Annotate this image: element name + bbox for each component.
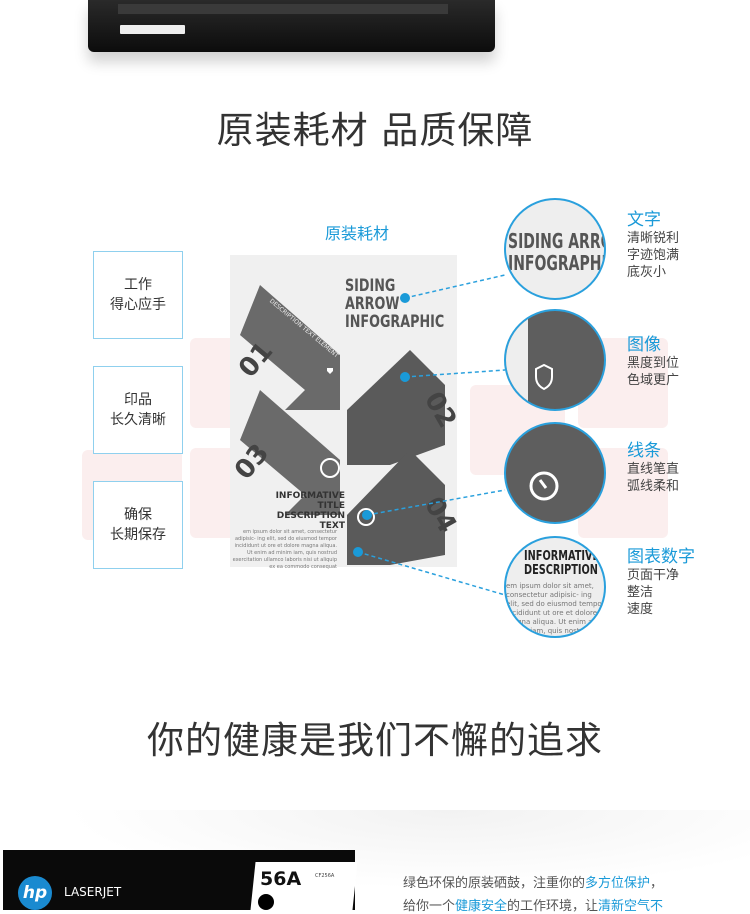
bottom-text-line1: 绿色环保的原装硒鼓，注重你的多方位保护， — [403, 872, 663, 891]
feature-desc: 速度 — [627, 602, 654, 617]
box-line: 长久清晰 — [110, 412, 166, 428]
black-dot-icon — [258, 894, 274, 910]
feature-image: 图像黑度到位色域更广 — [627, 330, 679, 389]
feature-desc: 清晰锐利 — [627, 231, 680, 246]
infographic-info-title: DESCRIPTION TEXT — [276, 511, 345, 531]
feature-desc: 色域更广 — [627, 373, 680, 388]
product-code: CF256A — [315, 873, 335, 879]
feature-lines: 线条直线笔直弧线柔和 — [627, 436, 679, 495]
toner-cartridge-image — [88, 0, 495, 52]
feature-desc: 整洁 — [627, 585, 654, 600]
zoom-circle-image — [504, 309, 606, 411]
product-line: LASERJET — [64, 885, 122, 899]
infographic-info-title: INFORMATIVE TITLE — [275, 491, 345, 511]
bottom-text-line2: 给你一个健康安全的工作环境，让清新空气不 — [403, 895, 663, 914]
zoom-lorem: em ipsum dolor sit amet, consectetur adi… — [506, 582, 605, 635]
section-title-health: 你的健康是我们不懈的追求 — [147, 719, 603, 762]
box-line: 工作 — [124, 277, 152, 293]
feature-text: 文字清晰锐利字迹饱满底灰小 — [627, 205, 679, 281]
feature-desc: 直线笔直 — [627, 462, 680, 477]
feature-desc: 字迹饱满 — [627, 248, 680, 263]
product-model: 56A — [260, 868, 302, 890]
infographic-heading: INFOGRAPHIC — [345, 312, 445, 332]
highlight: 清新空气不 — [598, 899, 664, 914]
hp-logo: hp — [18, 876, 52, 910]
zoom-info-title: INFORMATIVE TITLE — [524, 549, 604, 564]
product-box-image — [3, 850, 358, 910]
feature-desc: 弧线柔和 — [627, 479, 680, 494]
highlight: 健康安全 — [455, 899, 508, 914]
box-line: 得心应手 — [110, 297, 166, 313]
feature-title: 图表数字 — [627, 547, 695, 567]
text: 的工作环境，让 — [507, 899, 599, 914]
feature-box-print: 印品长久清晰 — [93, 366, 183, 454]
center-label: 原装耗材 — [325, 224, 390, 243]
feature-title: 线条 — [627, 441, 661, 461]
zoom-circle-lines — [504, 422, 606, 524]
text: ， — [650, 876, 664, 891]
feature-desc: 底灰小 — [627, 265, 667, 280]
box-line: 确保 — [124, 507, 152, 523]
infographic-lorem: em ipsum dolor sit amet, consectetur adi… — [232, 529, 337, 570]
section-title-quality: 原装耗材 品质保障 — [216, 109, 534, 152]
zoom-heading: SIDING ARROW — [508, 229, 604, 253]
feature-box-storage: 确保长期保存 — [93, 481, 183, 569]
feature-chart: 图表数字页面干净整洁速度 — [627, 542, 695, 618]
text: 绿色环保的原装硒鼓，注重你的 — [403, 876, 586, 891]
zoom-info-title: DESCRIPTION TEXT — [524, 563, 604, 578]
zoom-heading: INFOGRAPHIC — [508, 251, 604, 275]
feature-desc: 黑度到位 — [627, 356, 680, 371]
feature-title: 文字 — [627, 210, 661, 230]
feature-desc: 页面干净 — [627, 568, 680, 583]
infographic-heading: SIDING ARROW — [345, 276, 400, 314]
box-line: 印品 — [124, 392, 152, 408]
text: 给你一个 — [403, 899, 456, 914]
box-line: 长期保存 — [110, 527, 166, 543]
feature-title: 图像 — [627, 335, 661, 355]
highlight: 多方位保护 — [585, 876, 651, 891]
feature-box-work: 工作得心应手 — [93, 251, 183, 339]
